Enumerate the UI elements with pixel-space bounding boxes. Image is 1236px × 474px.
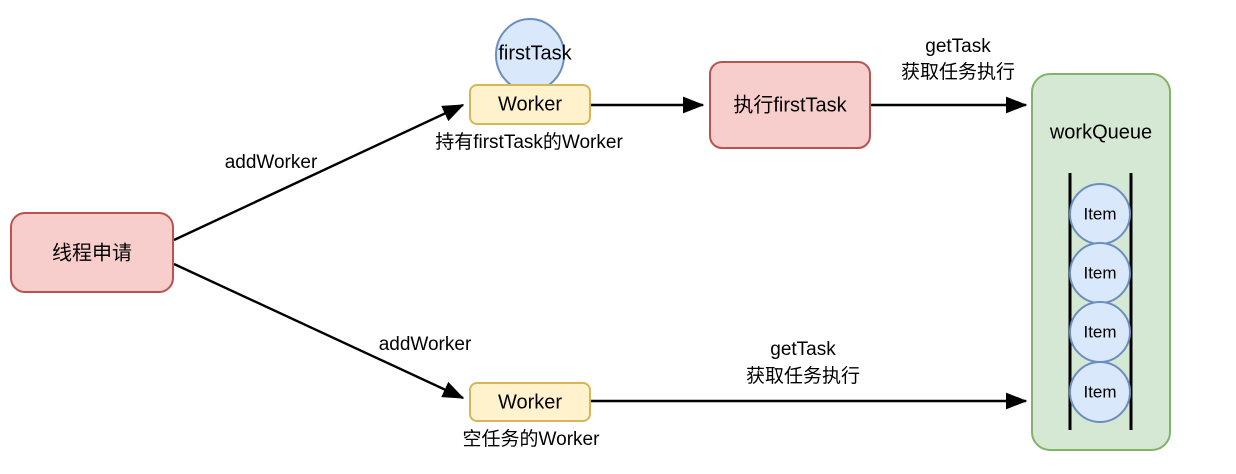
node-worker-top[interactable]: Worker	[469, 84, 591, 125]
edge-label-get-task-bottom-line1: getTask	[770, 339, 836, 360]
edge-group	[173, 96, 1028, 410]
node-first-task[interactable]: firstTask	[495, 18, 573, 92]
execute-first-task-box[interactable]	[709, 61, 871, 149]
edge-thread-request-to-worker-top	[173, 103, 465, 242]
queue-item-label: Item	[1083, 382, 1116, 401]
node-worker-bottom[interactable]: Worker	[469, 382, 591, 422]
edge-label-get-task-bottom-line2: 获取任务执行	[746, 365, 860, 387]
edge-label-group: addWorker addWorker 持有firstTask的Worker 空…	[225, 36, 1015, 450]
node-execute-first-task[interactable]: 执行firstTask	[709, 61, 871, 149]
thread-request-box[interactable]	[10, 212, 174, 293]
edge-thread-request-to-worker-bottom	[173, 262, 465, 400]
queue-item-2[interactable]: Item	[1069, 301, 1131, 363]
queue-item-label: Item	[1083, 204, 1116, 223]
worker-bottom-label: Worker	[498, 391, 562, 413]
edge-label-worker-top-caption: 持有firstTask的Worker	[435, 131, 623, 153]
first-task-label: firstTask	[498, 42, 572, 64]
edge-label-get-task-top-line2: 获取任务执行	[901, 61, 1015, 83]
worker-top-label: Worker	[498, 93, 562, 115]
node-thread-request[interactable]: 线程申请	[10, 212, 174, 293]
edge-label-worker-bottom-caption: 空任务的Worker	[463, 428, 601, 450]
execute-first-task-label: 执行firstTask	[733, 93, 847, 116]
worker-top-box[interactable]	[469, 84, 591, 125]
node-work-queue[interactable]: workQueue Item Item Item Item	[1031, 73, 1171, 451]
edge-label-add-worker-top: addWorker	[225, 152, 318, 173]
queue-item-label: Item	[1083, 322, 1116, 341]
work-queue-title: workQueue	[1049, 121, 1152, 143]
queue-item-3[interactable]: Item	[1069, 361, 1131, 423]
queue-item-0[interactable]: Item	[1069, 183, 1131, 245]
edge-label-get-task-top-line1: getTask	[925, 36, 991, 57]
edge-label-add-worker-bottom: addWorker	[379, 334, 472, 355]
worker-bottom-box[interactable]	[469, 382, 591, 422]
queue-item-circle[interactable]	[1069, 361, 1131, 423]
thread-request-label: 线程申请	[52, 241, 132, 264]
queue-item-1[interactable]: Item	[1069, 242, 1131, 304]
queue-item-label: Item	[1083, 263, 1116, 282]
